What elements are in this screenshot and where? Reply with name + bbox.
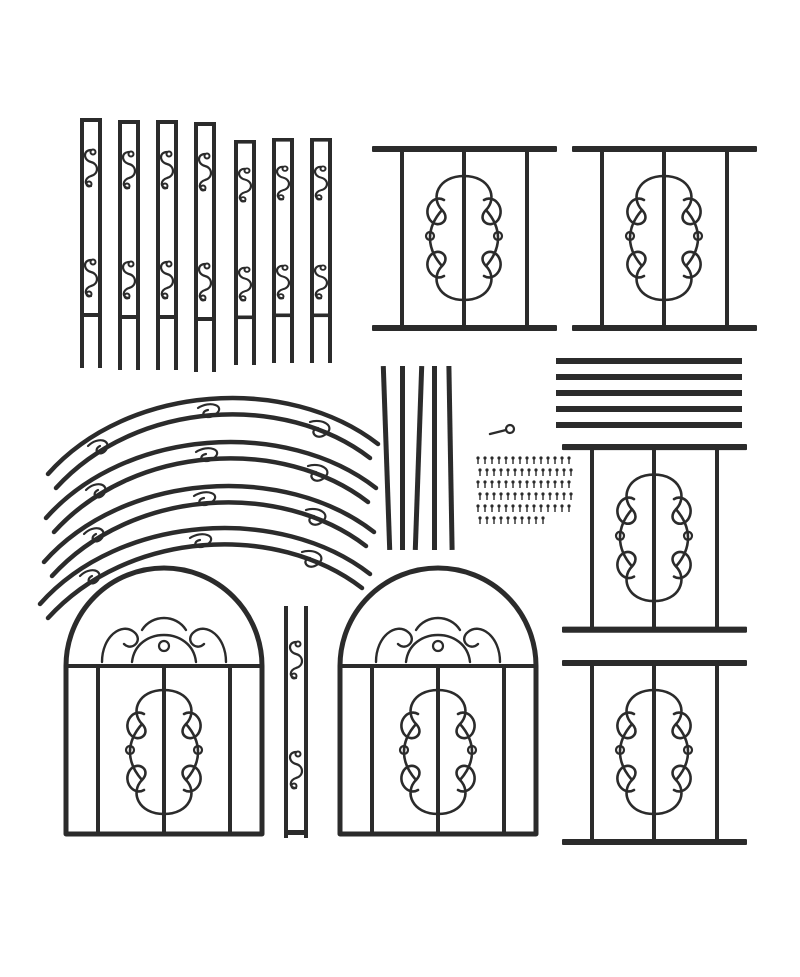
scroll-post — [156, 120, 178, 370]
straight-panel — [572, 146, 757, 331]
arched-gate — [340, 568, 536, 834]
hardware-bolts — [476, 456, 573, 524]
straight-panel — [562, 660, 747, 845]
straight-panel — [562, 444, 747, 633]
scroll-post — [234, 140, 256, 365]
straight-panel — [372, 146, 557, 331]
scroll-post — [80, 118, 102, 368]
hook-part — [488, 423, 516, 436]
scroll-post — [310, 138, 332, 363]
narrow-post — [284, 606, 308, 838]
scroll-post — [118, 120, 140, 370]
scroll-post — [272, 138, 294, 363]
scroll-post — [194, 122, 216, 372]
scroll-posts-group — [80, 118, 332, 372]
arched-gate — [66, 568, 262, 834]
vertical-rods — [380, 365, 455, 551]
flat-bars — [556, 358, 742, 428]
